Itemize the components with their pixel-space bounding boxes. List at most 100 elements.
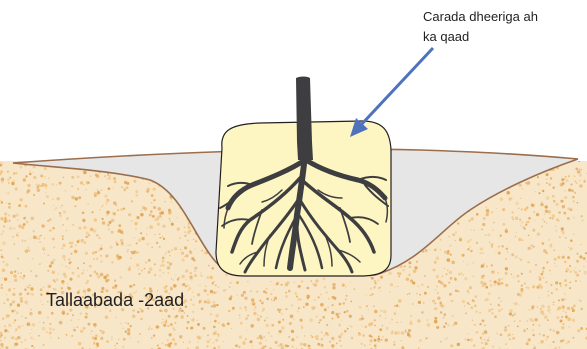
soil-speck [206,345,208,347]
soil-speck [30,333,31,334]
soil-speck [199,300,202,303]
soil-speck [121,242,123,244]
soil-speck [440,249,441,250]
soil-speck [4,336,6,338]
soil-speck [244,306,247,309]
soil-speck [262,311,263,312]
soil-speck [207,294,208,295]
soil-speck [505,258,507,260]
soil-speck [483,263,485,265]
soil-speck [162,225,165,228]
soil-speck [346,295,348,297]
soil-speck [262,346,265,349]
soil-speck [467,290,469,292]
soil-speck [467,248,469,250]
soil-speck [162,319,163,320]
soil-speck [40,288,43,291]
soil-speck [106,340,109,343]
soil-speck [452,324,454,326]
soil-speck [8,314,10,316]
soil-speck [277,345,279,347]
soil-speck [560,285,562,287]
soil-speck [12,236,13,237]
soil-speck [89,274,91,276]
soil-speck [249,340,252,343]
soil-speck [235,344,238,347]
soil-speck [338,324,341,327]
soil-speck [564,279,567,282]
soil-speck [49,323,51,325]
soil-speck [19,293,22,296]
soil-speck [105,316,108,319]
soil-speck [579,270,580,271]
soil-speck [480,337,482,339]
soil-speck [225,289,227,291]
soil-speck [497,282,500,285]
soil-speck [344,311,346,313]
soil-speck [433,308,434,309]
soil-speck [491,246,493,248]
soil-speck [336,314,338,316]
soil-speck [259,342,262,345]
soil-speck [52,227,55,230]
soil-speck [480,339,481,340]
soil-speck [70,242,73,245]
soil-speck [503,223,506,226]
soil-speck [265,340,266,341]
soil-speck [483,339,485,341]
soil-speck [213,301,216,304]
soil-speck [209,276,212,279]
soil-speck [366,294,367,295]
soil-speck [538,324,540,326]
soil-speck [572,196,574,198]
soil-speck [469,286,472,289]
soil-speck [17,303,20,306]
soil-speck [136,216,139,219]
soil-speck [452,315,454,317]
soil-speck [178,277,179,278]
soil-speck [95,174,98,177]
soil-speck [141,237,144,240]
soil-speck [239,317,241,319]
soil-speck [532,324,534,326]
soil-speck [85,282,87,284]
soil-speck [8,206,11,209]
soil-speck [311,335,312,336]
soil-speck [524,330,525,331]
soil-speck [111,231,114,234]
soil-speck [122,345,125,348]
soil-speck [385,339,388,342]
soil-speck [306,287,309,290]
soil-speck [190,326,193,329]
soil-speck [494,284,496,286]
soil-speck [265,345,267,347]
soil-speck [518,207,520,209]
soil-speck [204,251,208,255]
soil-speck [532,285,535,288]
soil-speck [447,337,448,338]
soil-speck [310,280,312,282]
soil-speck [95,251,97,253]
soil-speck [44,167,47,170]
soil-speck [25,249,29,253]
soil-speck [364,344,366,346]
soil-speck [133,284,135,286]
soil-speck [521,208,523,210]
soil-speck [515,236,516,237]
soil-speck [370,322,374,326]
soil-speck [171,201,172,202]
soil-speck [165,252,166,253]
soil-speck [525,182,527,184]
soil-speck [45,192,46,193]
soil-speck [327,334,330,337]
soil-speck [494,315,497,318]
soil-speck [139,240,141,242]
soil-speck [475,295,477,297]
soil-speck [481,275,482,276]
soil-speck [167,325,169,327]
soil-speck [407,294,408,295]
soil-speck [291,338,294,341]
soil-speck [341,345,343,347]
soil-speck [99,237,101,239]
soil-speck [316,338,318,340]
